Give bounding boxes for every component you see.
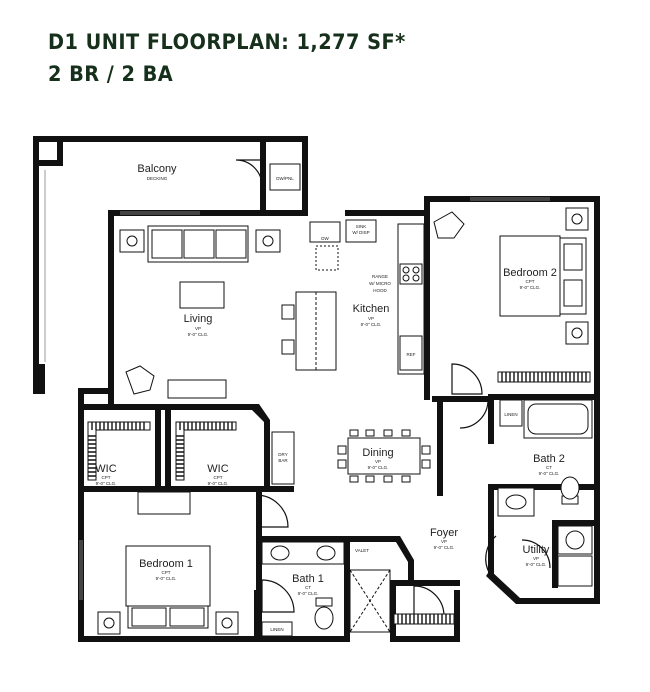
- dining-detail-ceiling: 9'-0" CLG.: [368, 465, 389, 470]
- hood-label: HOOD: [373, 288, 387, 293]
- dry-bar-label-2: BAR: [278, 458, 288, 463]
- closet-hatch: [88, 372, 587, 624]
- kitchen-detail-floor: VP: [368, 316, 374, 321]
- range-label: RANGE: [372, 274, 388, 279]
- foyer-label: Foyer: [430, 527, 458, 539]
- bedroom1-label: Bedroom 1: [139, 558, 193, 570]
- valet-label: VALET: [355, 548, 369, 553]
- foyer-detail-ceiling: 9'-0" CLG.: [434, 545, 455, 550]
- furniture: [97, 163, 593, 637]
- wic1-detail-floor: CPT: [102, 475, 111, 480]
- bath1-label: Bath 1: [292, 573, 324, 585]
- bath2-label: Bath 2: [533, 453, 565, 465]
- bedroom1-detail-ceiling: 9'-0" CLG.: [156, 576, 177, 581]
- living-detail-ceiling: 9'-0" CLG.: [188, 332, 209, 337]
- wic2-detail-ceiling: 9'-0" CLG.: [208, 481, 229, 486]
- disposal-label: W/ DISP: [352, 230, 369, 235]
- kitchen-label: Kitchen: [353, 303, 390, 315]
- utility-detail-ceiling: 9'-0" CLG.: [526, 562, 547, 567]
- bedroom2-label: Bedroom 2: [503, 267, 557, 279]
- bath1-detail-floor: CT: [305, 585, 311, 590]
- balcony-label: Balcony: [137, 163, 177, 175]
- living-label: Living: [184, 313, 213, 325]
- wic2-label: WIC: [207, 463, 228, 475]
- microwave-label: W/ MICRO: [369, 281, 391, 286]
- bath1-detail-ceiling: 9'-0" CLG.: [298, 591, 319, 596]
- page-title: D1 UNIT FLOORPLAN: 1,277 SF*: [48, 30, 406, 54]
- bath2-detail-ceiling: 9'-0" CLG.: [539, 471, 560, 476]
- windows: [79, 197, 550, 600]
- kitchen-detail-ceiling: 9'-0" CLG.: [361, 322, 382, 327]
- walls: [33, 136, 600, 642]
- dry-bar-label-1: DRY: [278, 452, 287, 457]
- bedroom1-detail-floor: CPT: [162, 570, 171, 575]
- utility-detail-floor: VP: [533, 556, 539, 561]
- closet-rods: [87, 371, 591, 625]
- living-detail-floor: VP: [195, 326, 201, 331]
- wic2-detail-floor: CPT: [214, 475, 223, 480]
- dishwasher-label: DW: [321, 236, 329, 241]
- bedroom2-detail-floor: CPT: [526, 279, 535, 284]
- sink-label: SINK: [356, 224, 367, 229]
- wic1-label: WIC: [95, 463, 116, 475]
- linen-label-bath1: LINEN: [270, 627, 283, 632]
- bedroom2-detail-ceiling: 9'-0" CLG.: [520, 285, 541, 290]
- foyer-detail-floor: VP: [441, 539, 447, 544]
- dining-label: Dining: [362, 447, 393, 459]
- dining-detail-floor: VP: [375, 459, 381, 464]
- utility-label: Utility: [523, 544, 550, 556]
- refrigerator-label: REF: [407, 352, 416, 357]
- bath2-detail-floor: CT: [546, 465, 552, 470]
- wic1-detail-ceiling: 9'-0" CLG.: [96, 481, 117, 486]
- page-subtitle: 2 BR / 2 BA: [48, 62, 174, 86]
- balcony-detail: DECKING: [147, 176, 168, 181]
- storage-label: DW/PNL: [276, 176, 294, 181]
- linen-label-bath2: LINEN: [504, 412, 517, 417]
